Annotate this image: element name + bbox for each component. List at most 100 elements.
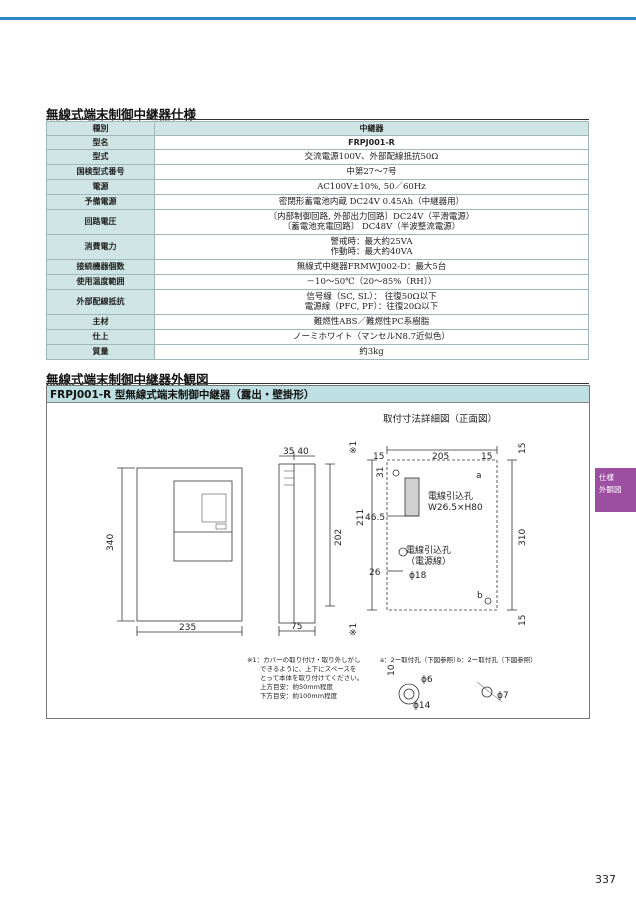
spec-row: 外部配線抵抗信号線（SC, SL）： 往復50Ω以下電源線（PFC, PF）：往… <box>46 289 589 315</box>
label-a: a <box>476 471 482 481</box>
spec-value: 中継器 <box>154 121 589 136</box>
note-line: 下方目安：約100mm程度 <box>247 691 338 700</box>
power-hole-label: 電線引込孔 <box>406 544 451 556</box>
spec-key: 型名 <box>46 135 155 150</box>
spec-row: 使用温度範囲 －10～50℃（20～85%〔RH〕） <box>46 274 589 290</box>
spec-row: 型式交流電源100V、外部配線抵抗50Ω <box>46 149 589 165</box>
spec-value-line: ノーミホワイト（マンセルN8.7近似色） <box>293 332 450 342</box>
note-mark-top: ※1 <box>349 441 359 454</box>
spec-value-line: 約3kg <box>359 347 384 357</box>
spec-key: 種別 <box>46 121 155 136</box>
side-view-outline <box>278 463 316 624</box>
spec-key: 接続機器個数 <box>46 259 155 275</box>
hole-size: W26.5×H80 <box>428 503 483 513</box>
spec-value-line: 〔蓄電池充電回路〕 DC48V（半波整流電源） <box>282 222 461 232</box>
spec-row: 接続機器個数 無線式中継器FRMWJ002-D：最大5台 <box>46 259 589 275</box>
spec-value-line: 密閉形蓄電池内蔵 DC24V 0.45Ah（中継器用） <box>278 197 465 207</box>
power-hole <box>398 547 408 557</box>
spec-value-line: AC100V±10%, 50／60Hz <box>317 182 426 192</box>
dim-phi7: ϕ7 <box>497 691 509 701</box>
dim-side-depth: 75 <box>291 622 302 632</box>
spec-value: 難燃性ABS／難燃性PC系樹脂 <box>154 314 589 330</box>
spec-key: 主材 <box>46 314 155 330</box>
note-mark-bottom: ※1 <box>349 623 359 636</box>
side-tab-line: 外観図 <box>599 485 622 494</box>
dim-26: 26 <box>369 568 381 578</box>
label-b: b <box>477 591 483 601</box>
spec-row: 型名 FRPJ001-R <box>46 135 589 150</box>
dim-front-width: 235 <box>179 623 196 633</box>
dim-side-top: 35 40 <box>283 447 309 457</box>
spec-row: 仕上ノーミホワイト（マンセルN8.7近似色） <box>46 329 589 345</box>
drawing: 340 235 35 40 202 75 211 46.5 26 15 205 … <box>106 413 537 711</box>
diagram-title-rule <box>46 383 589 384</box>
dim-15-top: 15 <box>518 443 528 454</box>
spec-value-line: 信号線（SC, SL）： 往復50Ω以下 <box>306 292 437 302</box>
note-line: できるように、上下にスペースを <box>247 664 356 673</box>
spec-value-line: 難燃性ABS／難燃性PC系樹脂 <box>313 317 430 327</box>
spec-key: 国検型式番号 <box>46 164 155 180</box>
spec-key: 回路電圧 <box>46 209 155 235</box>
dim-15-left: 15 <box>373 452 384 462</box>
dim-211: 211 <box>356 509 366 526</box>
page-number: 337 <box>595 873 616 886</box>
diagram-header: FRPJ001-R 型無線式端末制御中継器（露出・壁掛形） <box>47 386 589 403</box>
spec-value-line: 警戒時：最大約25VA <box>330 237 413 247</box>
spec-value: ノーミホワイト（マンセルN8.7近似色） <box>154 329 589 345</box>
legend-a: a：2ー取付孔（下図参照） <box>380 655 460 664</box>
cable-hole-rect <box>404 477 420 517</box>
detail-title: 取付寸法詳細図（正面図） <box>383 413 497 425</box>
spec-value: AC100V±10%, 50／60Hz <box>154 179 589 195</box>
spec-key: 外部配線抵抗 <box>46 289 155 315</box>
front-panel <box>173 480 233 562</box>
spec-row: 質量 約3kg <box>46 344 589 360</box>
dim-205: 205 <box>432 452 449 462</box>
legend-b: b：2ー取付孔（下図参照） <box>457 655 537 664</box>
spec-value-line: 〔内部制御回路, 外部出力回路〕DC24V（平滑電源） <box>268 212 475 222</box>
spec-row: 予備電源 密閉形蓄電池内蔵 DC24V 0.45Ah（中継器用） <box>46 194 589 210</box>
power-hole-sub: （電源線） <box>406 555 451 567</box>
spec-value: 密閉形蓄電池内蔵 DC24V 0.45Ah（中継器用） <box>154 194 589 210</box>
spec-row: 国検型式番号 中第27～7号 <box>46 164 589 180</box>
spec-value: 信号線（SC, SL）： 往復50Ω以下電源線（PFC, PF）：往復20Ω以下 <box>154 289 589 315</box>
spec-value: 中第27～7号 <box>154 164 589 180</box>
front-view-outline <box>136 467 243 622</box>
spec-value-line: 無線式中継器FRMWJ002-D：最大5台 <box>296 262 447 272</box>
spec-value: 〔内部制御回路, 外部出力回路〕DC24V（平滑電源）〔蓄電池充電回路〕 DC4… <box>154 209 589 235</box>
spec-row: 主材 難燃性ABS／難燃性PC系樹脂 <box>46 314 589 330</box>
spec-key: 消費電力 <box>46 234 155 260</box>
dim-10: 10 <box>387 664 397 676</box>
dim-310: 310 <box>518 529 528 546</box>
spec-value-line: －10～50℃（20～85%〔RH〕） <box>306 277 437 287</box>
detail-outline <box>386 459 498 611</box>
dim-46-5: 46.5 <box>365 513 385 523</box>
spec-value: 交流電源100V、外部配線抵抗50Ω <box>154 149 589 165</box>
side-tab-line: 仕様 <box>599 473 614 482</box>
dim-15-right: 15 <box>481 452 492 462</box>
external-view-diagram: FRPJ001-R 型無線式端末制御中継器（露出・壁掛形） <box>46 385 590 719</box>
spec-key: 質量 <box>46 344 155 360</box>
side-tab[interactable]: 仕様 外観図 <box>595 468 636 512</box>
spec-row: 種別 中継器 <box>46 121 589 136</box>
spec-value-line: 中継器 <box>359 123 384 133</box>
spec-key: 予備電源 <box>46 194 155 210</box>
spec-value: 無線式中継器FRMWJ002-D：最大5台 <box>154 259 589 275</box>
dim-side-height: 202 <box>334 529 344 546</box>
note-line: ※1：カバーの取り付け・取り外しがし <box>247 655 361 664</box>
spec-row: 回路電圧〔内部制御回路, 外部出力回路〕DC24V（平滑電源）〔蓄電池充電回路〕… <box>46 209 589 235</box>
spec-value: －10～50℃（20～85%〔RH〕） <box>154 274 589 290</box>
dim-phi14: ϕ14 <box>413 701 431 711</box>
dim-front-height: 340 <box>106 534 116 551</box>
power-hole-dia: ϕ18 <box>409 571 427 581</box>
hole-label: 電線引込孔 <box>428 490 473 502</box>
spec-value-line: 作動時：最大約40VA <box>330 247 413 257</box>
top-rule <box>0 17 636 20</box>
dim-phi6: ϕ6 <box>421 675 433 685</box>
spec-key: 使用温度範囲 <box>46 274 155 290</box>
spec-value-line: 中第27～7号 <box>346 167 397 177</box>
spec-value-line: FRPJ001-R <box>348 137 395 147</box>
